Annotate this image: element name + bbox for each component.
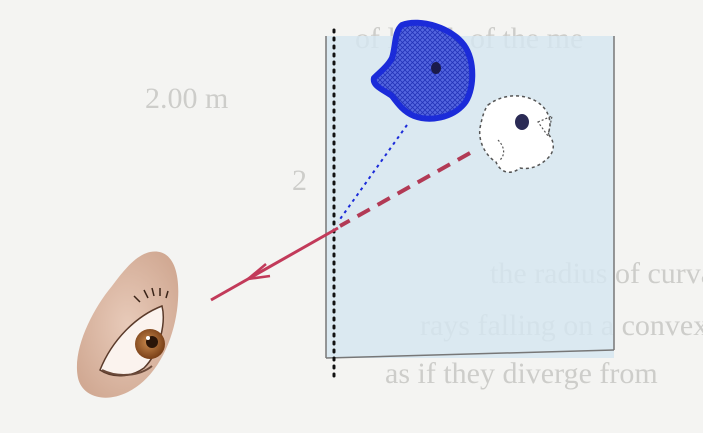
arrowhead-icon: [247, 263, 271, 281]
background-text-line: 2.00 m: [145, 82, 228, 115]
fish-eye-dot: [431, 62, 441, 74]
background-text-line: 2: [292, 164, 307, 197]
eye-highlight: [146, 336, 150, 340]
image-ray-dashed-line: [339, 151, 471, 228]
fish-image-eye: [515, 114, 529, 130]
refracted-ray: [210, 226, 339, 302]
eye-skin: [76, 251, 179, 398]
fish-image-icon: [478, 95, 554, 173]
eyelash-lines: [133, 287, 169, 303]
eye-lower-lid: [101, 365, 153, 376]
tank-bottom: [325, 349, 615, 359]
background-text-line: as if they diverge from: [385, 357, 658, 390]
eye-icon: [76, 251, 179, 398]
fish-icon: [370, 19, 476, 122]
apparent-ray-line: [337, 124, 408, 223]
